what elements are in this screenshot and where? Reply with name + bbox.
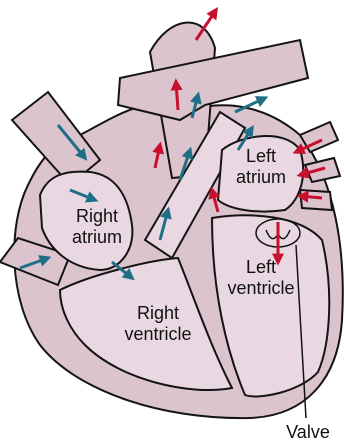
red-arrow-aorta-up	[176, 82, 178, 110]
left-atrium-line-1: Left	[226, 146, 296, 167]
right-ventricle-label: Right ventricle	[108, 303, 208, 345]
valve-label: Valve	[278, 422, 338, 443]
right-atrium-label: Right atrium	[62, 206, 132, 248]
left-ventricle-line-1: Left	[218, 257, 304, 278]
right-atrium-line-1: Right	[62, 206, 132, 227]
red-arrow-pv3	[300, 196, 322, 198]
left-ventricle-label: Left ventricle	[218, 257, 304, 299]
left-atrium-line-2: atrium	[226, 167, 296, 188]
left-ventricle-line-2: ventricle	[218, 278, 304, 299]
left-atrium-label: Left atrium	[226, 146, 296, 188]
right-atrium-line-2: atrium	[62, 227, 132, 248]
right-ventricle-line-1: Right	[108, 303, 208, 324]
right-ventricle-line-2: ventricle	[108, 324, 208, 345]
